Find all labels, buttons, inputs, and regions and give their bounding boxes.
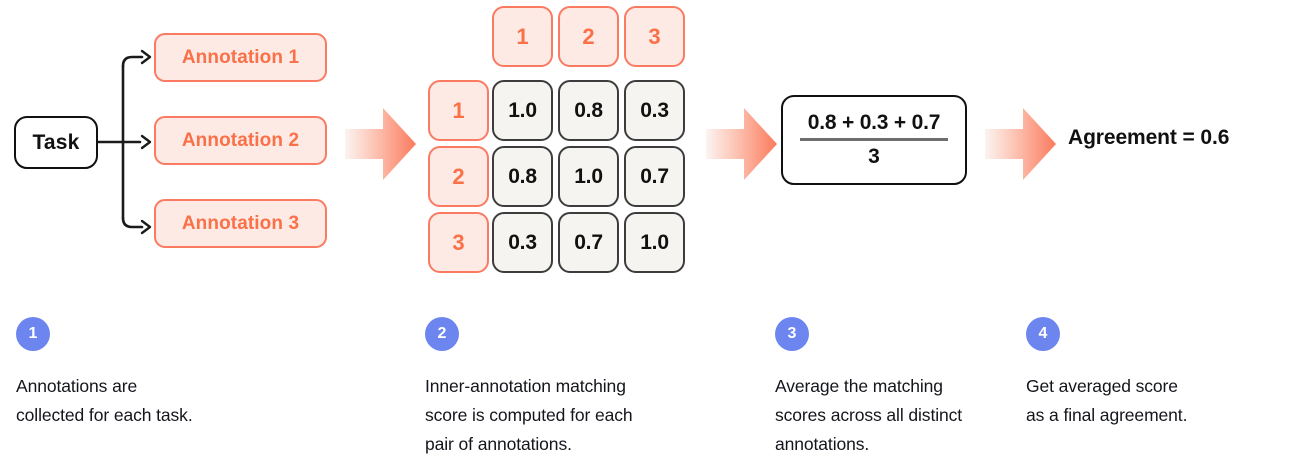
step-4-line-1: Get averaged score (1026, 376, 1178, 396)
step-text-4: Get averaged score as a final agreement. (1026, 372, 1276, 430)
step-badge-1: 1 (16, 317, 50, 351)
task-label: Task (32, 130, 80, 154)
step-2-line-1: Inner-annotation matching (425, 376, 626, 396)
annotation-label-2: Annotation 2 (181, 129, 300, 151)
step-4: 4 Get averaged score as a final agreemen… (1026, 317, 1276, 430)
matrix-cell-3-2: 0.7 (558, 212, 619, 273)
matrix-col-header-2: 2 (558, 6, 619, 67)
step-2-line-2: score is computed for each (425, 405, 633, 425)
right-arrow-icon-2 (706, 108, 777, 180)
annotation-node-3[interactable]: Annotation 3 (154, 199, 327, 248)
step-2: 2 Inner-annotation matching score is com… (425, 317, 675, 459)
step-badge-3: 3 (775, 317, 809, 351)
annotation-node-1[interactable]: Annotation 1 (154, 33, 327, 82)
step-text-1: Annotations are collected for each task. (16, 372, 266, 430)
step-3-line-3: annotations. (775, 434, 870, 454)
step-3-line-1: Average the matching (775, 376, 943, 396)
annotation-label-3: Annotation 3 (181, 212, 300, 234)
step-text-3: Average the matching scores across all d… (775, 372, 1025, 459)
matrix-cell-2-1: 0.8 (492, 146, 553, 207)
step-badge-4: 4 (1026, 317, 1060, 351)
fraction-numerator: 0.8 + 0.3 + 0.7 (807, 111, 941, 135)
matrix-cell-1-2: 0.8 (558, 80, 619, 141)
step-4-line-2: as a final agreement. (1026, 405, 1188, 425)
task-node[interactable]: Task (14, 116, 98, 169)
step-1: 1 Annotations are collected for each tas… (16, 317, 266, 430)
matrix-row-header-3: 3 (428, 212, 489, 273)
right-arrow-icon-1 (345, 108, 416, 180)
matrix-row-header-2: 2 (428, 146, 489, 207)
annotation-node-2[interactable]: Annotation 2 (154, 116, 327, 165)
matrix-cell-2-3: 0.7 (624, 146, 685, 207)
step-2-line-3: pair of annotations. (425, 434, 572, 454)
step-1-line-1: Annotations are (16, 376, 138, 396)
matrix-cell-1-1: 1.0 (492, 80, 553, 141)
step-3: 3 Average the matching scores across all… (775, 317, 1025, 459)
formula-node: 0.8 + 0.3 + 0.7 3 (781, 95, 967, 185)
step-3-line-2: scores across all distinct (775, 405, 963, 425)
matrix-cell-3-1: 0.3 (492, 212, 553, 273)
step-1-line-2: collected for each task. (16, 405, 193, 425)
matrix-cell-1-3: 0.3 (624, 80, 685, 141)
matrix-row-header-1: 1 (428, 80, 489, 141)
matrix-col-header-3: 3 (624, 6, 685, 67)
step-text-2: Inner-annotation matching score is compu… (425, 372, 675, 459)
fraction-bar (800, 138, 948, 141)
matrix-col-header-1: 1 (492, 6, 553, 67)
step-badge-2: 2 (425, 317, 459, 351)
fraction: 0.8 + 0.3 + 0.7 3 (800, 111, 948, 169)
fraction-denominator: 3 (868, 144, 880, 168)
annotation-label-1: Annotation 1 (181, 46, 300, 68)
matrix-cell-2-2: 1.0 (558, 146, 619, 207)
matrix-cell-3-3: 1.0 (624, 212, 685, 273)
right-arrow-icon-3 (985, 108, 1056, 180)
agreement-result: Agreement = 0.6 (1068, 126, 1230, 149)
